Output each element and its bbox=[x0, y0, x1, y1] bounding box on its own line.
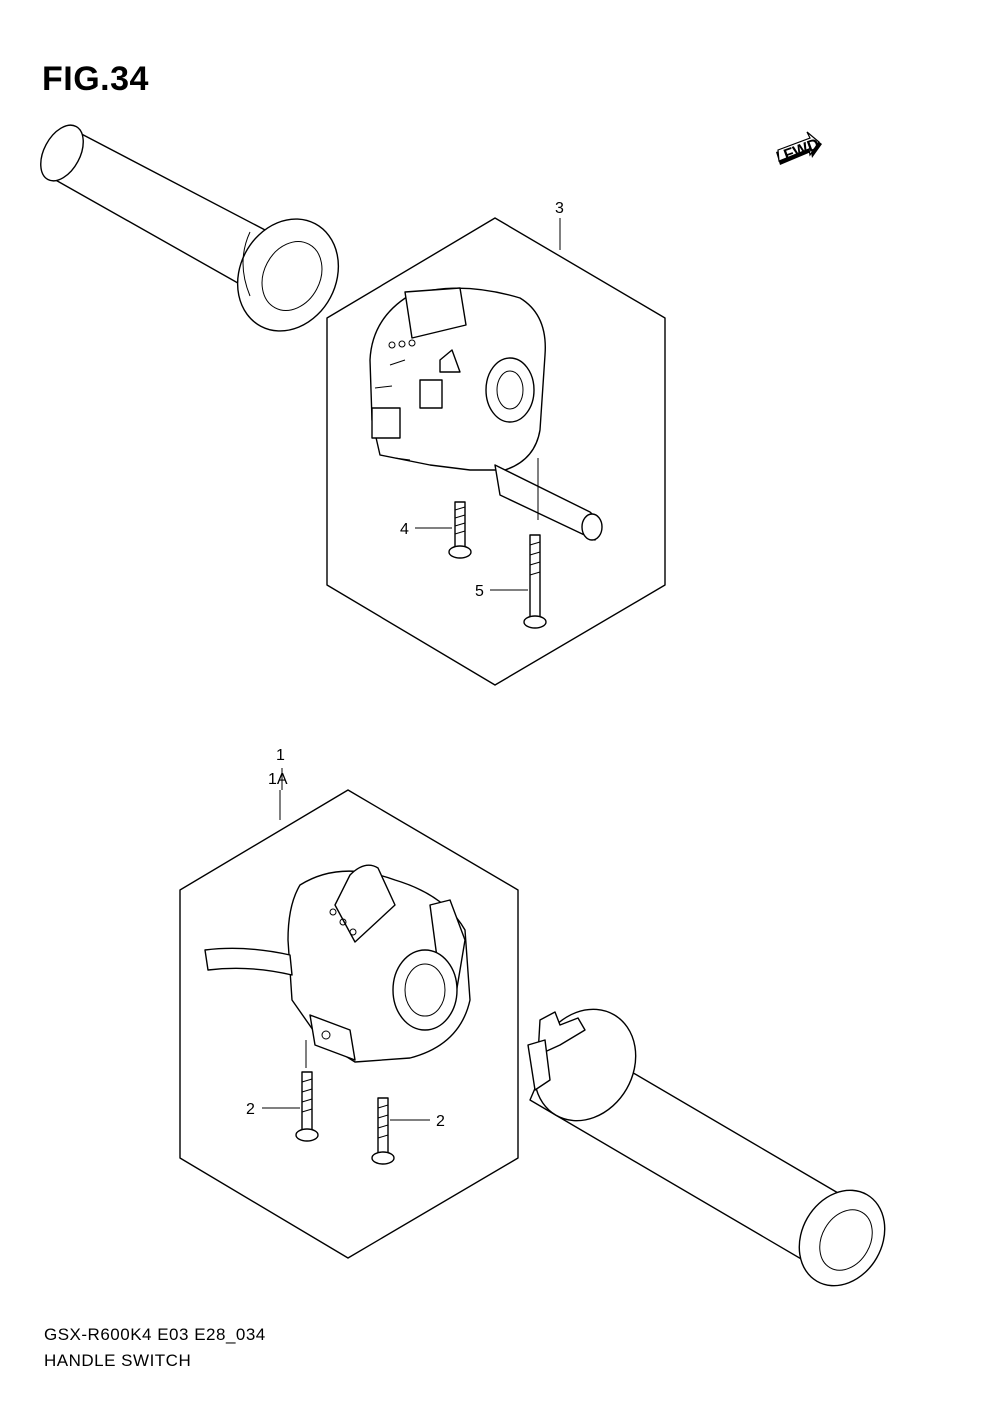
callout-1: 1 bbox=[276, 747, 285, 764]
fwd-arrow-icon: FWD bbox=[776, 131, 822, 165]
left-handle-grip[interactable] bbox=[32, 118, 358, 349]
footer-model-code: GSX-R600K4 E03 E28_034 bbox=[44, 1325, 266, 1344]
switch-assembly-1-frame bbox=[179, 789, 519, 1259]
callout-4: 4 bbox=[400, 521, 409, 538]
callout-5: 5 bbox=[475, 583, 484, 600]
callout-1a: 1A bbox=[268, 771, 288, 788]
right-handle-grip[interactable] bbox=[514, 991, 901, 1302]
switch-assembly-3-frame bbox=[326, 217, 666, 686]
callout-3: 3 bbox=[555, 200, 564, 217]
callout-2-left: 2 bbox=[246, 1101, 255, 1118]
left-handle-switch-assembly[interactable] bbox=[204, 864, 471, 1063]
screw-5[interactable] bbox=[523, 534, 547, 629]
fwd-label: FWD bbox=[782, 136, 822, 164]
footer-section-name: HANDLE SWITCH bbox=[44, 1351, 192, 1370]
callout-2-right: 2 bbox=[436, 1113, 445, 1130]
screw-2-right[interactable] bbox=[371, 1097, 395, 1165]
screw-2-left[interactable] bbox=[295, 1071, 319, 1142]
figure-title: FIG.34 bbox=[42, 60, 149, 98]
right-handle-switch-assembly[interactable] bbox=[369, 287, 603, 541]
screw-4[interactable] bbox=[448, 501, 472, 559]
